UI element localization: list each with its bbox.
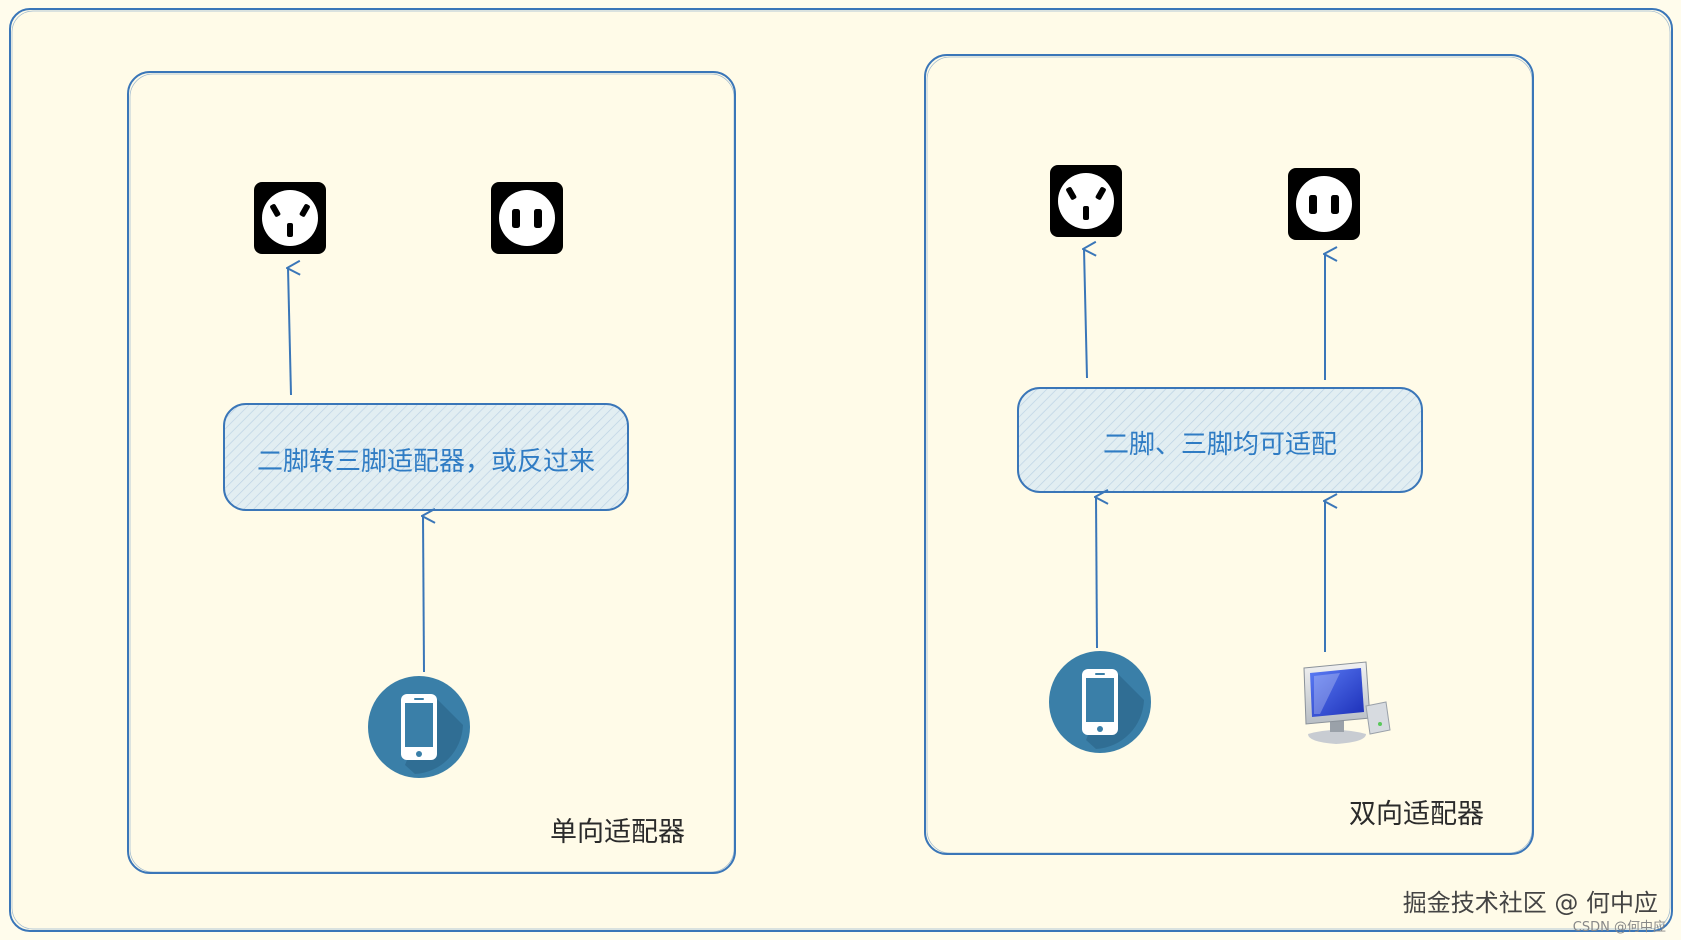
right-adapter-label: 二脚、三脚均可适配 <box>1102 430 1337 460</box>
desktop-computer-icon <box>1303 661 1391 744</box>
watermark-main: 掘金技术社区 @ 何中应 <box>1402 889 1658 917</box>
left-adapter-label: 二脚转三脚适配器，或反过来 <box>256 447 595 477</box>
right-panel-caption: 双向适配器 <box>1349 799 1484 830</box>
three-pin-socket-icon <box>254 182 326 254</box>
two-pin-socket-icon <box>491 182 563 254</box>
arrow-adapter-to-three-pin-right <box>1084 249 1087 379</box>
smartphone-icon <box>368 676 470 778</box>
smartphone-icon <box>1049 651 1151 753</box>
arrow-phone-to-adapter-right <box>1096 497 1097 649</box>
left-panel-caption: 单向适配器 <box>550 817 685 848</box>
three-pin-socket-icon <box>1050 165 1122 237</box>
arrow-phone-to-adapter-left <box>423 516 424 673</box>
right-adapter-box <box>1017 387 1423 493</box>
watermark-small: CSDN @何中应 <box>1572 920 1666 935</box>
arrow-adapter-to-three-pin-left <box>288 268 291 396</box>
two-pin-socket-icon <box>1288 168 1360 240</box>
